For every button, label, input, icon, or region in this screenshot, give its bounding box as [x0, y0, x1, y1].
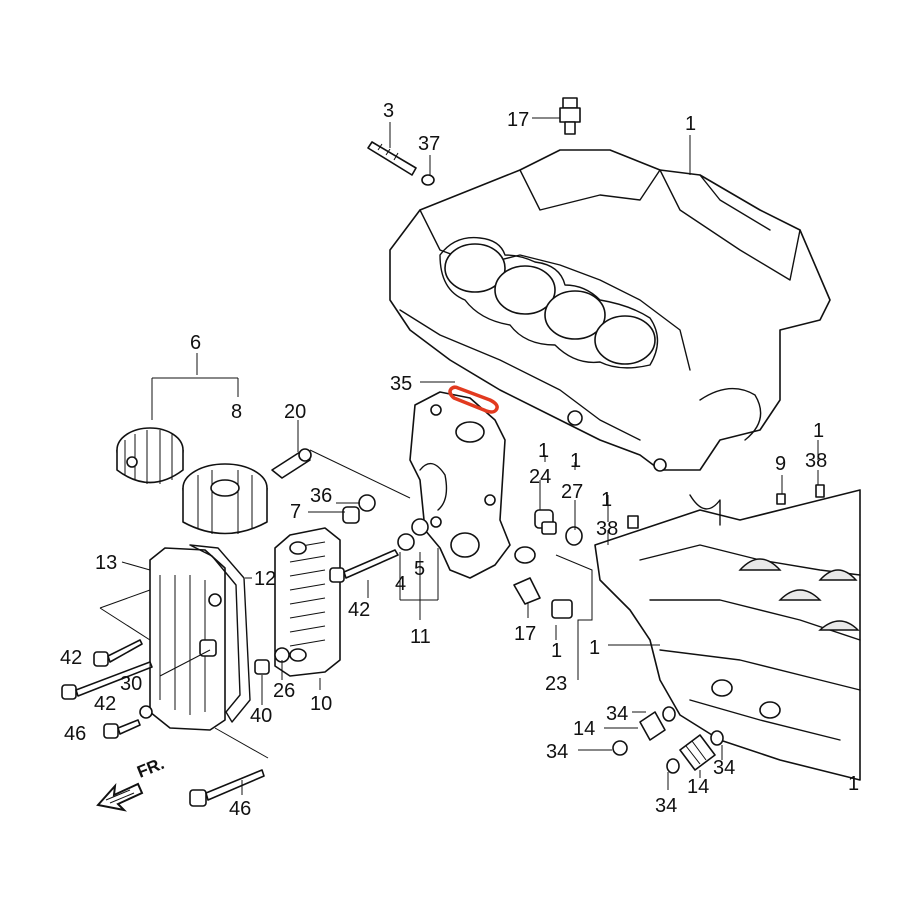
label-38-left: 38	[596, 518, 618, 540]
label-4: 4	[395, 573, 406, 595]
label-13: 13	[95, 552, 117, 574]
lower-crankcase[interactable]	[594, 484, 861, 781]
washer-37[interactable]	[421, 174, 435, 186]
label-24: 24	[529, 466, 551, 488]
label-1-lower: 1	[589, 637, 600, 659]
washer-lower-left[interactable]	[139, 705, 153, 719]
washer-34-a[interactable]	[662, 706, 676, 722]
fitting-14-upper[interactable]	[639, 711, 666, 741]
label-1-24: 1	[538, 440, 549, 462]
label-12: 12	[254, 568, 276, 590]
label-34-d: 34	[655, 795, 677, 817]
label-17-top: 17	[507, 109, 529, 131]
oil-pressure-switch-17-top[interactable]	[559, 97, 581, 135]
label-36: 36	[310, 485, 332, 507]
label-34-c: 34	[713, 757, 735, 779]
label-10: 10	[310, 693, 332, 715]
washer-27[interactable]	[565, 526, 583, 546]
upper-crankcase[interactable]	[389, 149, 831, 472]
washer-36[interactable]	[358, 494, 376, 512]
bolt-46-left[interactable]	[61, 661, 153, 700]
label-14-b: 14	[687, 776, 709, 798]
front-direction-arrow-icon: FR.	[96, 754, 167, 812]
oil-pressure-switch-17-lower[interactable]	[513, 577, 541, 605]
washer-26[interactable]	[274, 647, 290, 663]
label-35: 35	[390, 373, 412, 395]
leader-lines	[99, 117, 819, 795]
label-40: 40	[250, 705, 272, 727]
label-26: 26	[273, 680, 295, 702]
label-1-27: 1	[570, 450, 581, 472]
label-34-b: 34	[546, 741, 568, 763]
label-6: 6	[190, 332, 201, 354]
washer-34-c[interactable]	[710, 730, 724, 746]
label-30: 30	[120, 673, 142, 695]
label-37: 37	[418, 133, 440, 155]
stud-bolt-3[interactable]	[367, 141, 417, 176]
bolt-42-left[interactable]	[93, 639, 143, 667]
o-ring-5[interactable]	[411, 516, 442, 536]
label-1-edge: 1	[848, 773, 859, 795]
label-1-23: 1	[551, 640, 562, 662]
label-34-a: 34	[606, 703, 628, 725]
label-38-right: 38	[805, 450, 827, 472]
oil-cooler-10[interactable]	[274, 527, 341, 677]
label-42-left: 42	[60, 647, 82, 669]
label-9: 9	[775, 453, 786, 475]
label-3: 3	[383, 100, 394, 122]
label-23: 23	[545, 673, 567, 695]
oil-filter-8[interactable]	[182, 463, 268, 535]
cover-13[interactable]	[149, 547, 226, 731]
label-5: 5	[414, 558, 425, 580]
gasket-12[interactable]	[189, 544, 251, 723]
label-42-lower: 42	[94, 693, 116, 715]
label-20: 20	[284, 401, 306, 423]
label-17-lower: 17	[514, 623, 536, 645]
bolt-46-bottom[interactable]	[189, 769, 265, 807]
bolt-40[interactable]	[254, 659, 270, 675]
oil-filter-boss-11[interactable]	[409, 391, 536, 579]
label-42-center: 42	[348, 599, 370, 621]
label-27: 27	[561, 481, 583, 503]
part-number-labels: 3 37 17 1 6 8 20 35 36 7 1 24 1 27 1 38 …	[60, 100, 859, 820]
gasket-35-highlight[interactable]	[448, 385, 499, 414]
bolt-42-lower-left[interactable]	[103, 719, 141, 739]
label-1-right: 1	[813, 420, 824, 442]
plug-24[interactable]	[534, 509, 557, 535]
washer-34-b[interactable]	[612, 740, 628, 756]
plug-23[interactable]	[551, 599, 573, 619]
label-11: 11	[410, 626, 431, 648]
bolt-42-center[interactable]	[329, 549, 399, 583]
label-14-a: 14	[573, 718, 595, 740]
label-7: 7	[290, 501, 301, 523]
label-1-top: 1	[685, 113, 696, 135]
oil-filter-tool-6[interactable]	[116, 427, 184, 484]
o-ring-4[interactable]	[397, 533, 415, 551]
oil-pipe-20[interactable]	[271, 448, 312, 479]
fitting-14-lower[interactable]	[679, 734, 716, 771]
label-8: 8	[231, 401, 242, 423]
plug-7[interactable]	[342, 506, 360, 524]
washer-34-d[interactable]	[666, 758, 680, 774]
label-1-38: 1	[601, 489, 612, 511]
label-46-bottom: 46	[229, 798, 251, 820]
front-label: FR.	[134, 754, 167, 782]
label-46-left: 46	[64, 723, 86, 745]
